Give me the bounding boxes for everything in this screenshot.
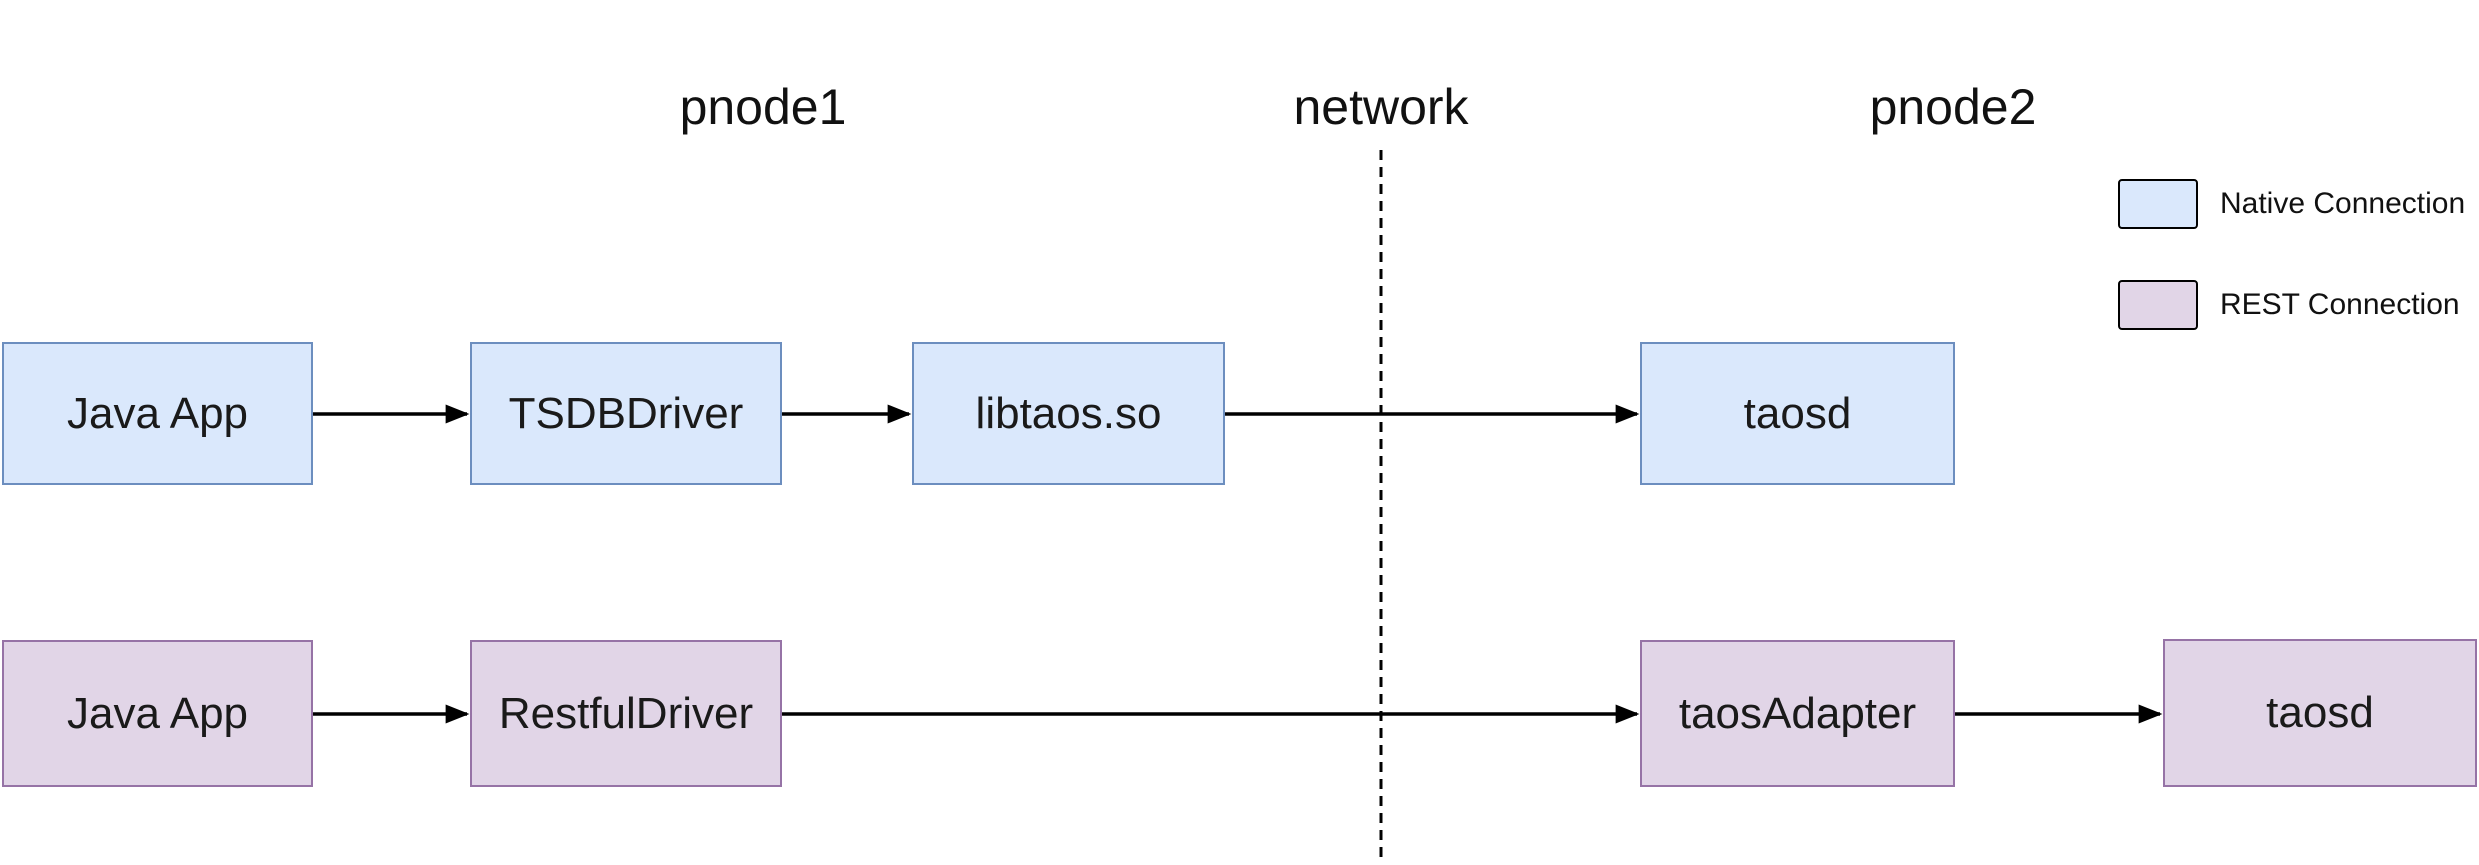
node-restfuldriver: RestfulDriver <box>470 640 782 787</box>
node-java-app-rest: Java App <box>2 640 313 787</box>
zone-title-pnode1: pnode1 <box>679 79 847 135</box>
legend-swatch-native-connection <box>2118 179 2198 229</box>
node-taosadapter: taosAdapter <box>1640 640 1955 787</box>
node-java-app-native: Java App <box>2 342 313 485</box>
legend-label-rest-connection: REST Connection <box>2220 288 2460 321</box>
node-tsdbdriver: TSDBDriver <box>470 342 782 485</box>
node-taosd-rest: taosd <box>2163 639 2477 787</box>
legend-label-native-connection: Native Connection <box>2220 187 2466 220</box>
node-taosd-native: taosd <box>1640 342 1955 485</box>
node-libtaos-so: libtaos.so <box>912 342 1225 485</box>
zone-title-network: network <box>1293 79 1469 135</box>
zone-title-pnode2: pnode2 <box>1869 79 2037 135</box>
legend-swatch-rest-connection <box>2118 280 2198 330</box>
